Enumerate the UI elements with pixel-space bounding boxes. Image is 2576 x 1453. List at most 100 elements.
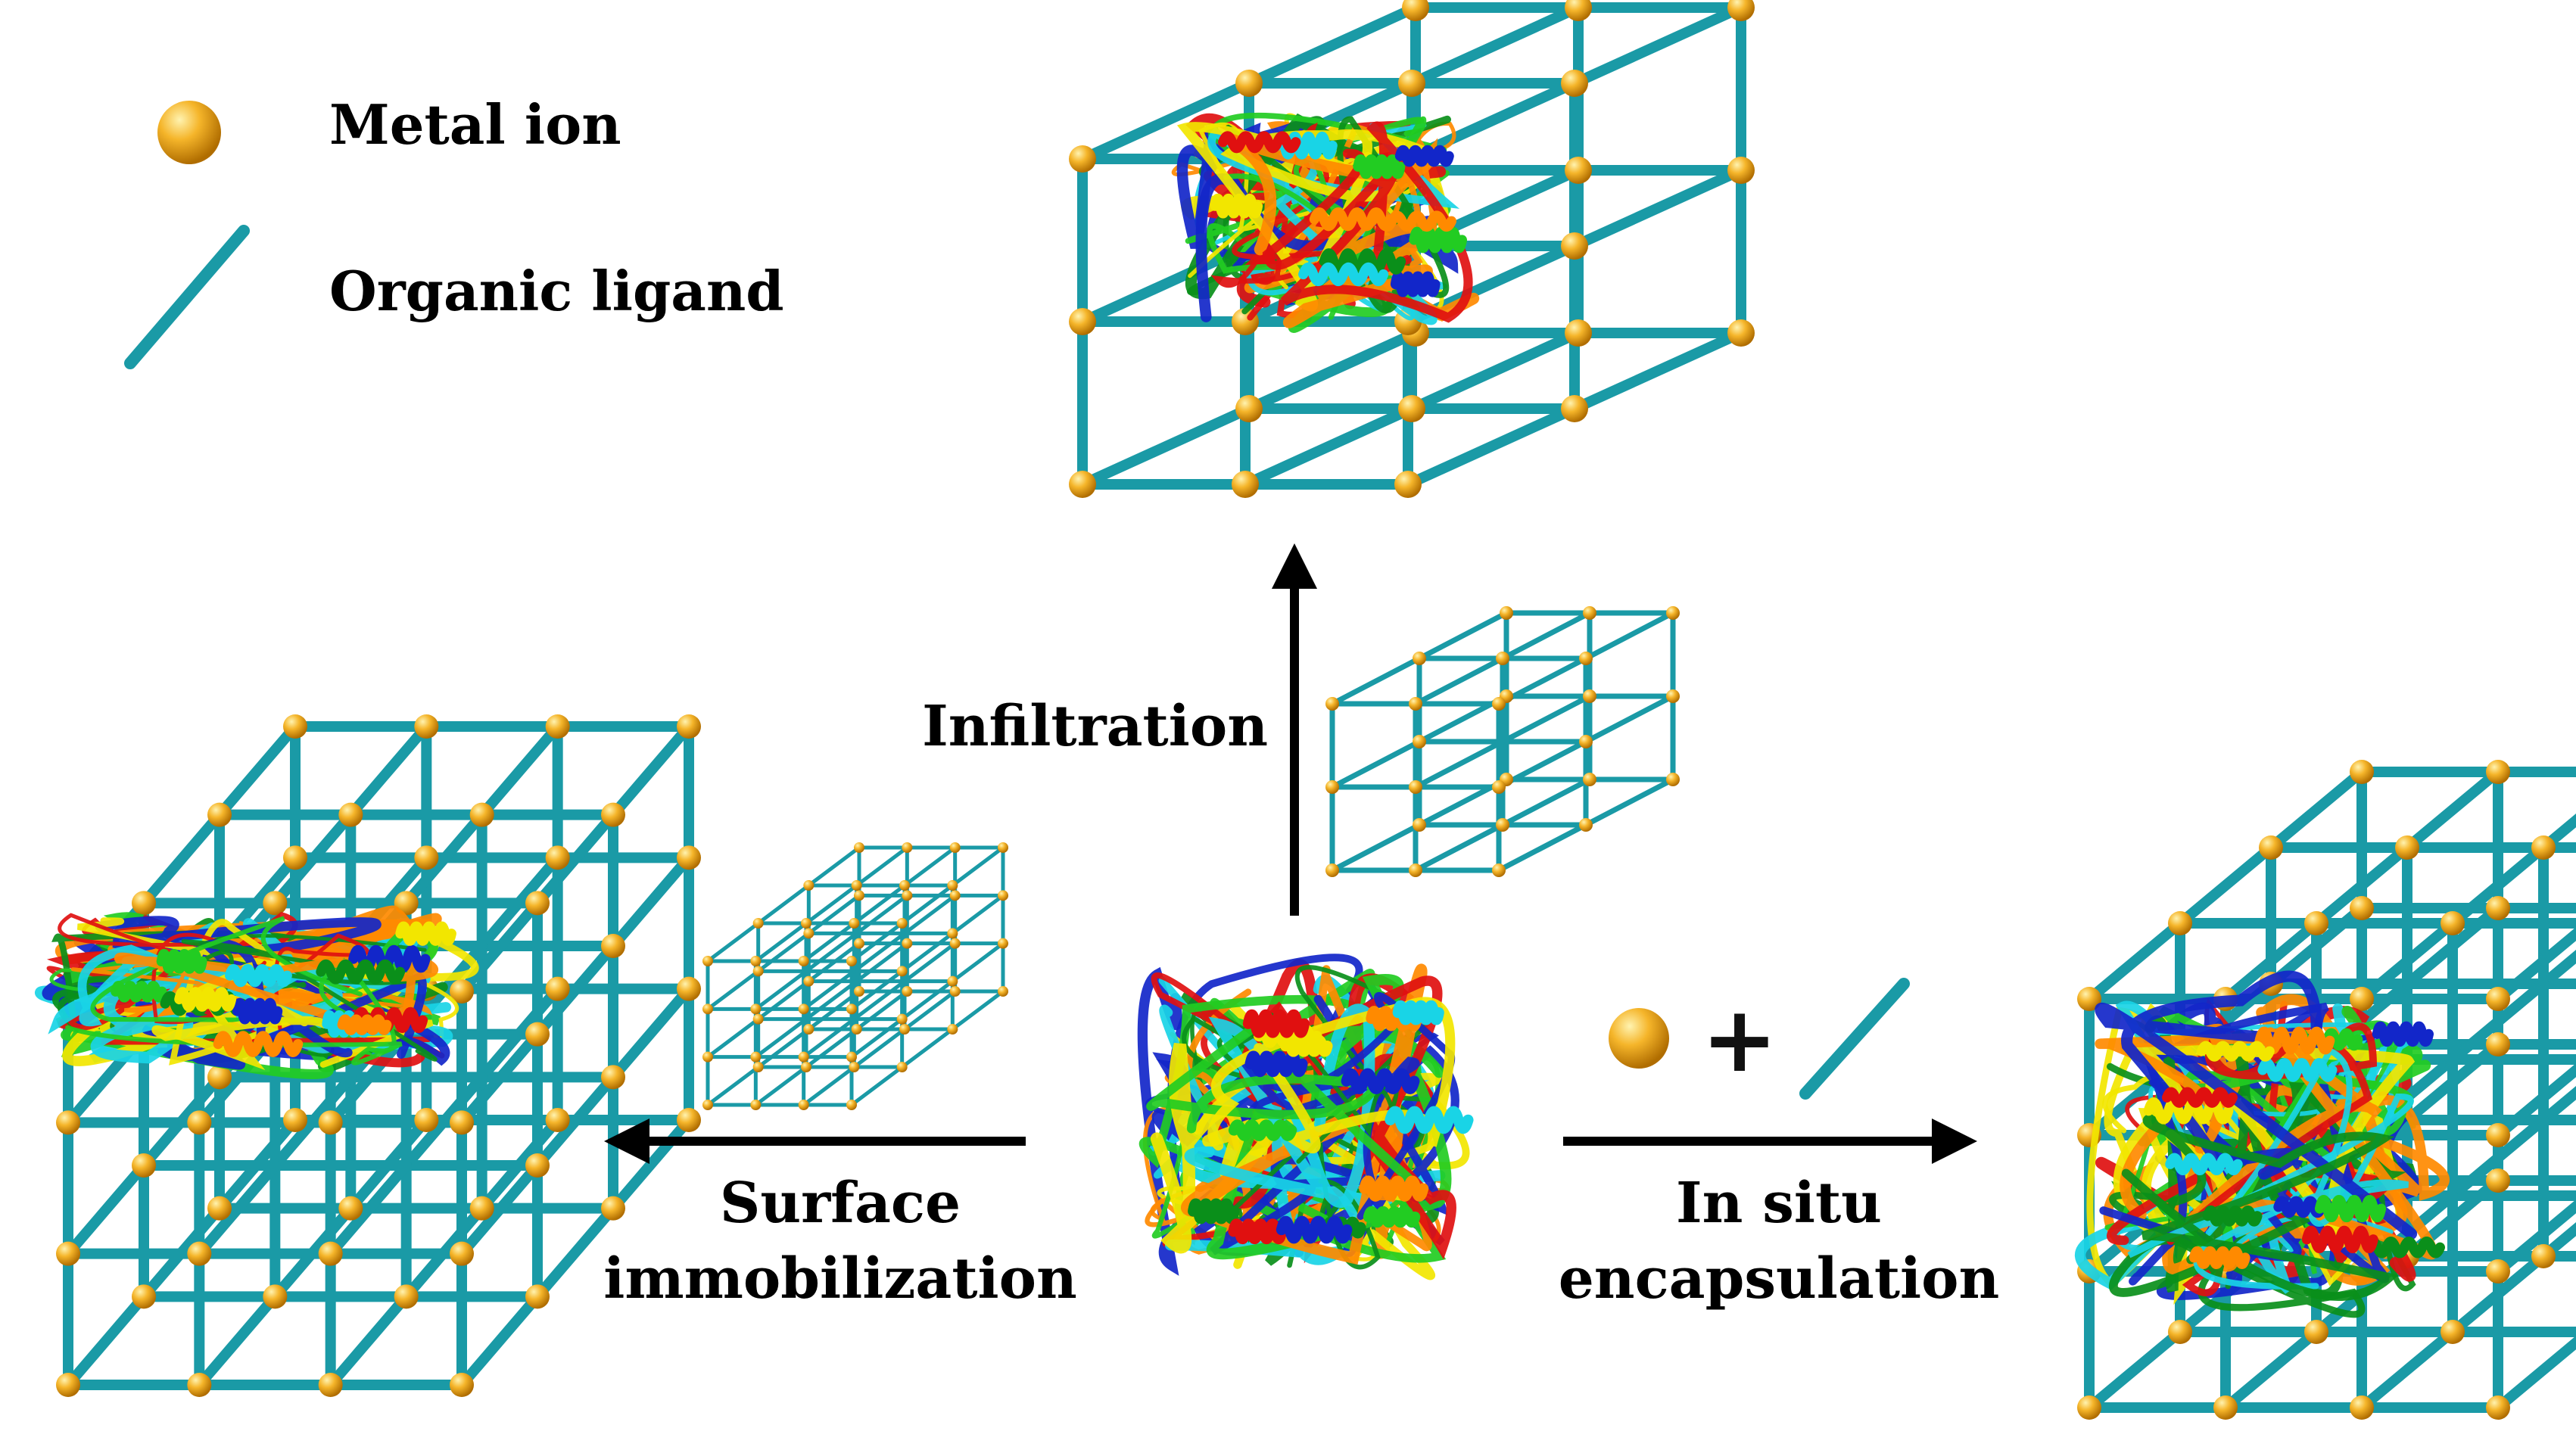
metal-node — [1583, 606, 1596, 620]
metal-node — [947, 880, 958, 891]
metal-node — [1496, 652, 1509, 665]
enzyme-helix — [1228, 1119, 1297, 1141]
ligand-rod — [1569, 165, 1746, 251]
enzyme-ribbon — [2121, 1113, 2399, 1301]
ligand-rod — [902, 941, 958, 984]
ligand-rod — [900, 979, 955, 1022]
enzyme-in-top-mof — [1171, 112, 1480, 333]
metal-node — [1583, 773, 1596, 786]
metal-node — [854, 890, 864, 901]
metal-node — [2486, 987, 2510, 1011]
ligand-rod — [1413, 822, 1506, 873]
ligand-rod — [1329, 739, 1422, 790]
metal-node — [56, 1241, 80, 1266]
ligand-rod — [608, 983, 694, 1083]
ligand-rod — [756, 979, 811, 1022]
enzyme-helix — [1272, 131, 1338, 160]
ligand-rod — [950, 845, 1005, 888]
ligand-rod — [63, 1291, 149, 1390]
ligand-rod — [802, 969, 856, 1011]
metal-node — [750, 956, 762, 966]
enzyme-helix — [1242, 1009, 1310, 1038]
enzyme-helix — [174, 987, 237, 1012]
metal-node — [601, 1065, 625, 1090]
enzyme-helix — [1409, 226, 1467, 254]
metal-node — [677, 1108, 701, 1132]
ligand-rod — [852, 1027, 907, 1069]
enzyme-ribbon — [95, 916, 450, 1066]
metal-node — [450, 1241, 474, 1266]
ligand-rod — [456, 1028, 543, 1128]
ligand-rod — [269, 809, 357, 909]
metal-node — [1666, 606, 1680, 620]
metal-node — [752, 918, 764, 929]
ligand-rod — [1406, 2, 1584, 89]
metal-node — [798, 1003, 809, 1015]
enzyme-helix — [225, 963, 292, 988]
metal-node — [752, 1013, 764, 1025]
ligand-rod — [608, 721, 694, 820]
metal-node — [949, 890, 961, 901]
ligand-rod — [532, 941, 618, 1040]
metal-node — [949, 986, 961, 997]
metal-node — [1579, 818, 1593, 832]
enzyme-helix — [1367, 210, 1456, 232]
metal-node — [318, 1241, 343, 1266]
metal-node — [798, 1100, 809, 1110]
metal-node — [752, 1062, 764, 1072]
ligand-rod — [1403, 403, 1580, 490]
ligand-rod — [608, 1115, 694, 1214]
metal-node — [896, 1062, 908, 1072]
ligand-rod — [753, 1065, 808, 1107]
ligand-rod — [900, 883, 955, 926]
enzyme-helix — [2372, 1021, 2434, 1047]
metal-node — [1727, 157, 1755, 184]
enzyme-helix — [395, 921, 456, 946]
metal-node — [525, 1153, 550, 1178]
metal-ion-icon — [157, 101, 221, 164]
metal-node — [1069, 308, 1096, 335]
metal-node — [2350, 896, 2374, 920]
metal-node — [1409, 697, 1422, 711]
ligand-rod — [852, 979, 907, 1022]
metal-node — [1496, 818, 1509, 832]
mof-left-surface-immobilized — [56, 714, 701, 1397]
enzyme-helix — [1341, 1068, 1420, 1094]
insitu-label-line1: In situ — [1676, 1171, 1882, 1236]
ligand-rod — [902, 893, 958, 935]
infiltration-label: Infiltration — [922, 694, 1268, 759]
enzyme-helix — [213, 1031, 304, 1057]
ligand-rod — [900, 931, 955, 973]
organic-ligand-icon — [124, 225, 250, 369]
metal-node — [2486, 760, 2510, 784]
metal-node — [752, 966, 764, 977]
ligand-rod — [1569, 2, 1746, 89]
metal-node — [525, 1022, 550, 1047]
ligand-rod — [706, 1065, 761, 1107]
ligand-rod — [532, 809, 618, 909]
metal-node — [1492, 863, 1506, 877]
metal-node — [801, 918, 811, 929]
mof-small-surface — [702, 842, 1008, 1110]
metal-node — [1413, 818, 1426, 832]
enzyme-helix — [1353, 154, 1406, 179]
metal-node — [1069, 145, 1096, 173]
metal-node — [677, 976, 701, 1001]
metal-node — [677, 714, 701, 739]
metal-node — [469, 1196, 494, 1221]
metal-node — [2077, 987, 2101, 1011]
ligand-rod — [804, 1027, 859, 1069]
metal-node — [798, 1051, 809, 1063]
ligand-rod — [706, 921, 761, 963]
metal-node — [803, 928, 815, 939]
ligand-rod — [2402, 767, 2503, 853]
metal-node — [803, 1024, 815, 1035]
ligand-rod — [1583, 693, 1676, 745]
ligand-rod — [756, 883, 811, 926]
enzyme-helix — [1385, 1106, 1474, 1134]
enzyme-helix — [2165, 1153, 2243, 1176]
metal-node — [2486, 1123, 2510, 1147]
metal-node — [1232, 471, 1259, 498]
surface-label-line2: immobilization — [603, 1246, 1077, 1311]
precursors: + — [1609, 978, 1910, 1100]
